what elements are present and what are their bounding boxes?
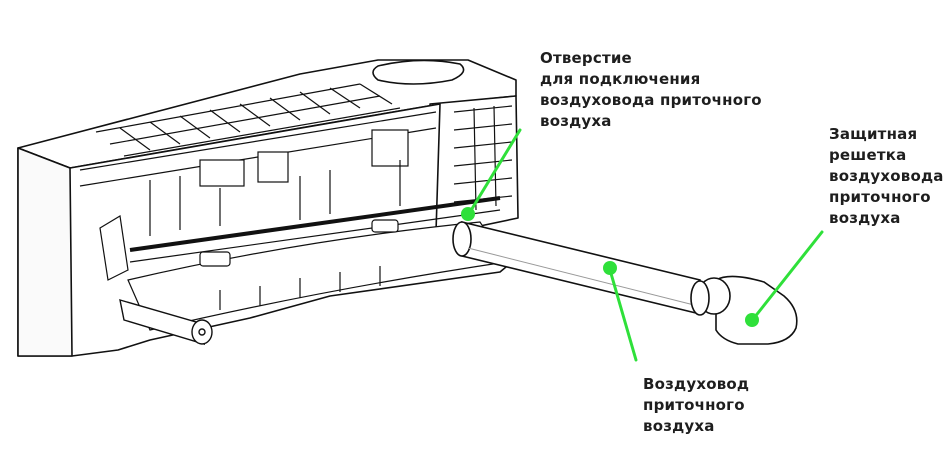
unit-left-cap — [17, 147, 73, 357]
drain-pipe — [119, 299, 213, 346]
grille-hood — [715, 275, 798, 345]
label-duct-line-1: Воздуховод — [643, 375, 750, 393]
heat-exchanger-fins — [95, 83, 401, 157]
tray-slot-2 — [371, 219, 399, 233]
duct-inlet-end — [452, 221, 472, 257]
label-grille-line-1: Защитная — [829, 125, 918, 143]
label-inlet-line-3: воздуховода приточного — [540, 91, 762, 109]
leader-inlet — [468, 128, 522, 214]
interior-grille-3 — [371, 129, 409, 167]
protective-grille — [690, 275, 798, 345]
label-inlet-line-1: Отверстие — [540, 49, 632, 67]
interior-grille-1 — [199, 159, 245, 187]
leader-duct — [608, 268, 638, 362]
label-duct-line-2: приточного — [643, 396, 745, 414]
label-duct-line-3: воздуха — [643, 417, 715, 435]
leader-grille — [752, 230, 824, 320]
dot-duct — [603, 261, 617, 275]
leader-dots — [461, 207, 759, 327]
label-grille-line-3: воздуховода — [829, 167, 944, 185]
label-inlet-line-2: для подключения — [540, 70, 701, 88]
dot-grille — [745, 313, 759, 327]
label-grille-line-4: приточного — [829, 188, 931, 206]
tray-slot-1 — [199, 251, 231, 267]
dot-inlet — [461, 207, 475, 221]
interior-grille-2 — [257, 151, 289, 183]
duct-shading — [467, 247, 699, 307]
label-inlet-hole: Отверстие для подключения воздуховода пр… — [540, 48, 762, 132]
label-grille-line-2: решетка — [829, 146, 907, 164]
label-supply-duct: Воздуховод приточного воздуха — [643, 374, 749, 437]
label-inlet-line-4: воздуха — [540, 112, 612, 130]
label-protective-grille: Защитная решетка воздуховода приточного … — [829, 124, 944, 229]
unit-interior — [79, 105, 513, 281]
top-vent — [372, 59, 465, 85]
label-grille-line-5: воздуха — [829, 209, 901, 227]
leader-lines — [468, 128, 824, 362]
